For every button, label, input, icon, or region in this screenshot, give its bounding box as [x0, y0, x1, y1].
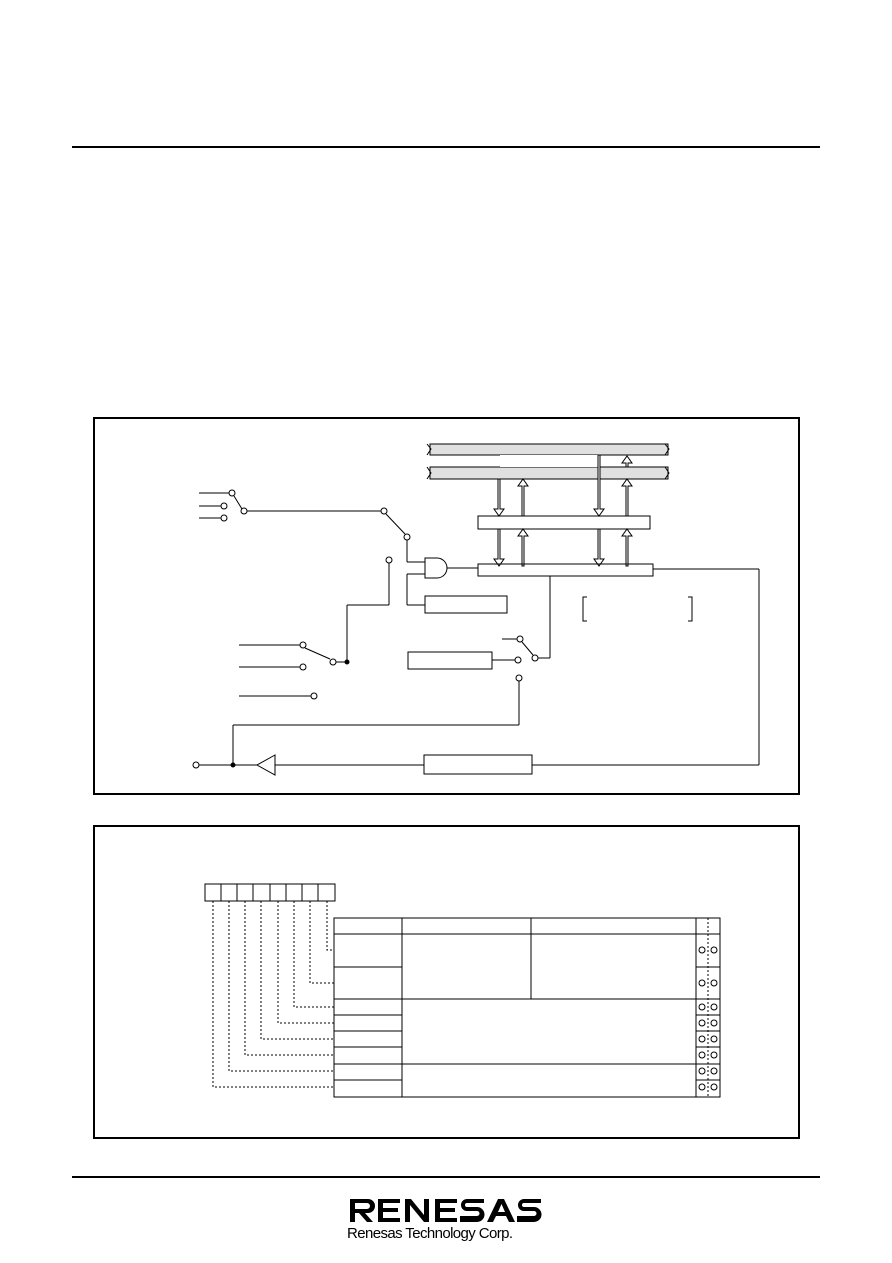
output-path — [192, 568, 760, 776]
register-bit-table — [204, 883, 721, 1098]
data-bus-lower — [426, 455, 670, 480]
bit-leader-lines — [212, 901, 334, 1088]
renesas-wordmark-icon — [350, 1199, 542, 1222]
bit-description-table — [333, 917, 721, 1098]
mode-select-switch — [239, 556, 393, 700]
register-lower — [477, 563, 654, 577]
and-gate — [406, 540, 478, 606]
register-table-panel — [93, 825, 800, 1139]
control-block — [424, 595, 508, 614]
bus-arrows — [493, 454, 633, 567]
output-select-switch — [232, 576, 551, 765]
footer-rule — [72, 1176, 820, 1178]
header-rule — [72, 146, 820, 148]
company-name: Renesas Technology Corp. — [347, 1225, 513, 1242]
note-bracket — [582, 596, 693, 622]
block-diagram-panel — [93, 417, 800, 795]
register-upper — [477, 515, 651, 530]
bit-cells — [204, 883, 336, 902]
access-markers — [698, 946, 718, 1091]
renesas-logo: Renesas Technology Corp. — [346, 1195, 546, 1251]
data-bus-upper — [426, 443, 670, 456]
input-select-switch — [199, 489, 411, 541]
block-diagram — [192, 443, 760, 776]
